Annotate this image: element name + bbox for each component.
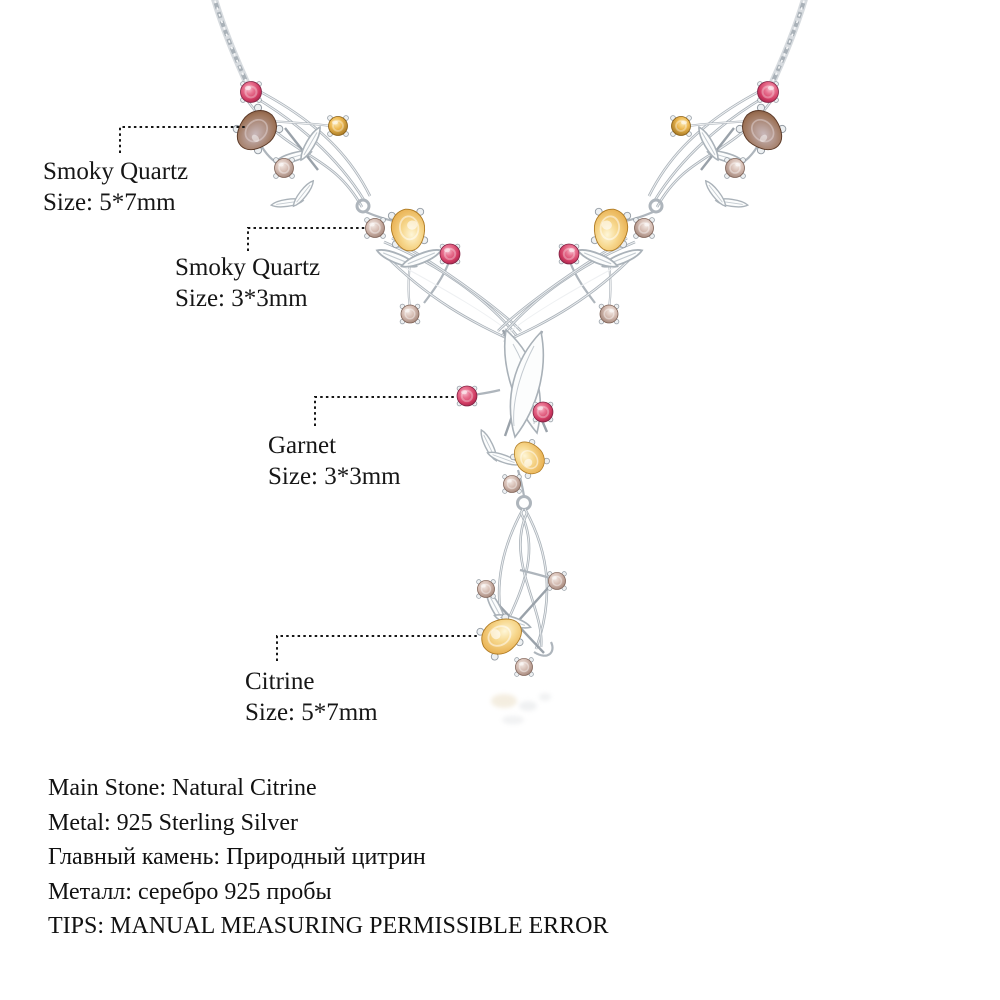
- detail-main-stone: Main Stone: Natural Citrine: [48, 775, 317, 801]
- callout-stone-name: Smoky Quartz: [43, 158, 189, 185]
- callout-stone-size: Size: 5*7mm: [43, 189, 176, 216]
- callout-smoky-quartz-small: Smoky Quartz Size: 3*3mm: [175, 252, 320, 314]
- callout-line-citrine: [276, 635, 477, 661]
- callout-lines: [119, 126, 477, 661]
- callout-line-garnet: [314, 396, 457, 426]
- callout-stone-size: Size: 5*7mm: [245, 699, 378, 726]
- detail-main-stone-ru: Главный камень: Природный цитрин: [48, 844, 426, 871]
- callout-stone-name: Smoky Quartz: [175, 254, 321, 281]
- callout-garnet: Garnet Size: 3*3mm: [268, 430, 401, 492]
- callout-smoky-quartz-large: Smoky Quartz Size: 5*7mm: [43, 156, 188, 218]
- necklace-branch-right: [498, 0, 806, 342]
- pendant-reflection: [491, 693, 551, 725]
- callout-citrine: Citrine Size: 5*7mm: [245, 666, 378, 728]
- necklace-pendant: [457, 328, 566, 676]
- detail-tips: TIPS: MANUAL MEASURING PERMISSIBLE ERROR: [48, 913, 609, 940]
- callout-stone-name: Citrine: [245, 668, 315, 695]
- callout-line-smoky-quartz-small: [247, 227, 367, 251]
- detail-metal-ru: Металл: серебро 925 пробы: [48, 878, 332, 905]
- callout-line-smoky-quartz-large: [119, 126, 247, 153]
- callout-stone-size: Size: 3*3mm: [175, 285, 308, 312]
- callout-stone-name: Garnet: [268, 432, 337, 459]
- detail-metal: Metal: 925 Sterling Silver: [48, 809, 298, 836]
- product-details: Main Stone: Natural Citrine Metal: 925 S…: [48, 771, 609, 944]
- callout-stone-size: Size: 3*3mm: [268, 463, 401, 490]
